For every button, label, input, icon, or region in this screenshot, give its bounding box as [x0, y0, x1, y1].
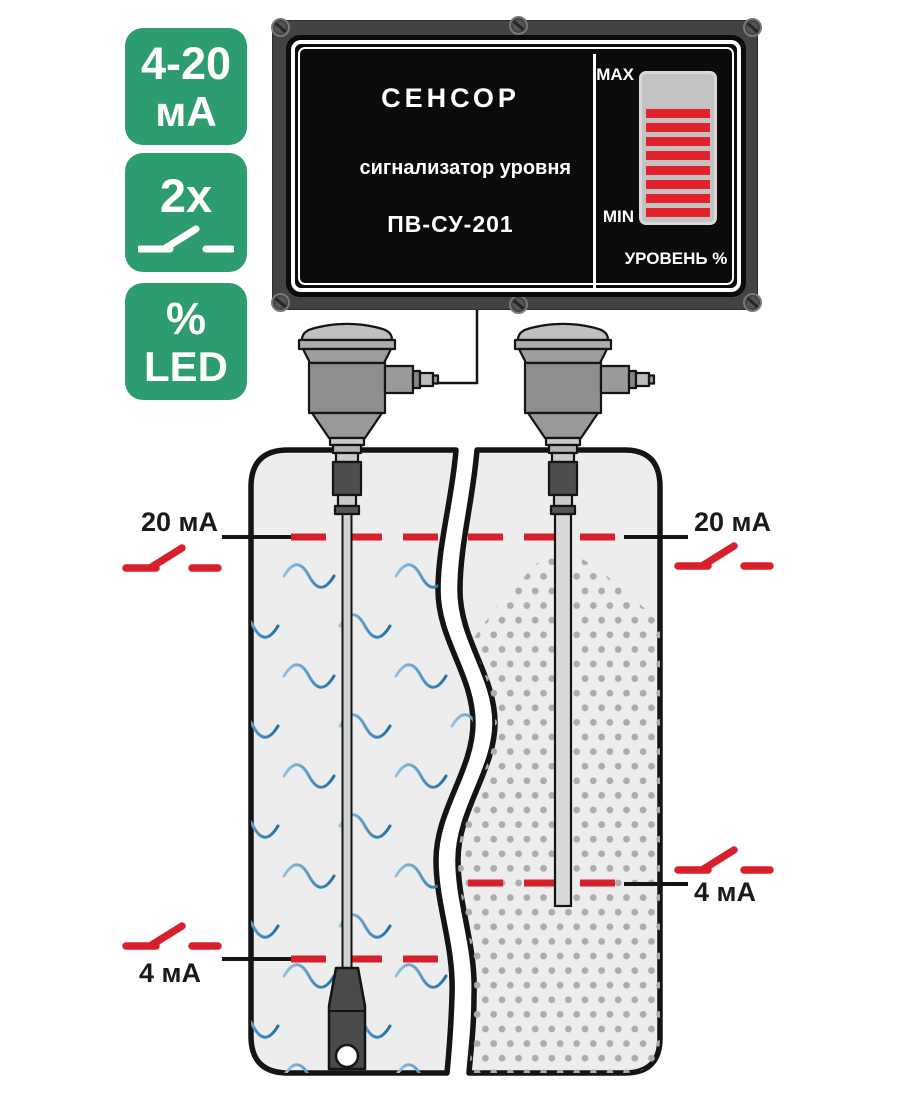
- screw-head-icon: [743, 293, 762, 312]
- right-low-level-label: 4 мА: [694, 877, 756, 907]
- panel-text-block: СЕНСОР сигнализатор уровня ПВ-СУ-201: [308, 35, 593, 297]
- level-stripe: [646, 193, 710, 203]
- screw-head-icon: [271, 293, 290, 312]
- screw-head-icon: [509, 16, 528, 35]
- badge-line: 2x: [159, 168, 213, 222]
- level-stripe: [646, 109, 710, 118]
- level-stripe: [646, 151, 710, 161]
- badge-line: мА: [155, 87, 217, 135]
- level-stripe: [646, 123, 710, 133]
- badge-line: 4-20: [140, 37, 232, 89]
- device-subtitle: сигнализатор уровня: [359, 157, 572, 179]
- level-lead-lines: [222, 535, 688, 961]
- level-stripe: [646, 137, 710, 147]
- level-sensor-1: [297, 322, 440, 516]
- level-sensor-2: [513, 322, 656, 516]
- panel-divider: [593, 54, 596, 288]
- screw-head-icon: [743, 18, 762, 37]
- level-indicator-stripes: [646, 109, 710, 217]
- left-high-level-label: 20 мА: [141, 507, 218, 537]
- relay-contact-icon: [674, 846, 774, 874]
- controller-panel: СЕНСОР сигнализатор уровня ПВ-СУ-201 MAX…: [271, 16, 762, 314]
- right-high-level-label: 20 мА: [694, 507, 771, 537]
- indicator-caption: УРОВЕНЬ %: [624, 249, 728, 268]
- relay-contact-icon: [122, 544, 222, 572]
- level-stripe: [646, 207, 710, 217]
- current-range-badge: 4-20 мА: [125, 28, 247, 145]
- level-stripe: [646, 165, 710, 175]
- brand-title: СЕНСОР: [381, 83, 520, 113]
- cable-weight: [327, 966, 367, 1071]
- sensor-cable: [341, 513, 353, 969]
- left-low-level-label: 4 мА: [139, 958, 201, 988]
- relay-contact-icon: [122, 922, 222, 950]
- level-stripe: [646, 179, 710, 189]
- model-number: ПВ-СУ-201: [387, 211, 514, 237]
- relay-outputs-badge: 2x: [125, 153, 247, 272]
- min-label: MIN: [602, 207, 634, 226]
- sensor-rod: [553, 512, 573, 908]
- max-label: MAX: [596, 65, 634, 84]
- signal-wire: [438, 310, 479, 385]
- badge-line: %: [165, 292, 206, 344]
- relay-contact-icon: [674, 542, 774, 570]
- led-level-indicator: [639, 71, 717, 225]
- led-level-badge: % LED: [125, 283, 247, 400]
- panel-face: СЕНСОР сигнализатор уровня ПВ-СУ-201 MAX…: [286, 35, 746, 297]
- screw-head-icon: [509, 295, 528, 314]
- relay-contact-icon: [138, 225, 234, 252]
- badge-line: LED: [144, 342, 228, 390]
- panel-border-inner: [298, 47, 734, 285]
- screw-head-icon: [271, 18, 290, 37]
- panel-border-outer: [291, 40, 741, 292]
